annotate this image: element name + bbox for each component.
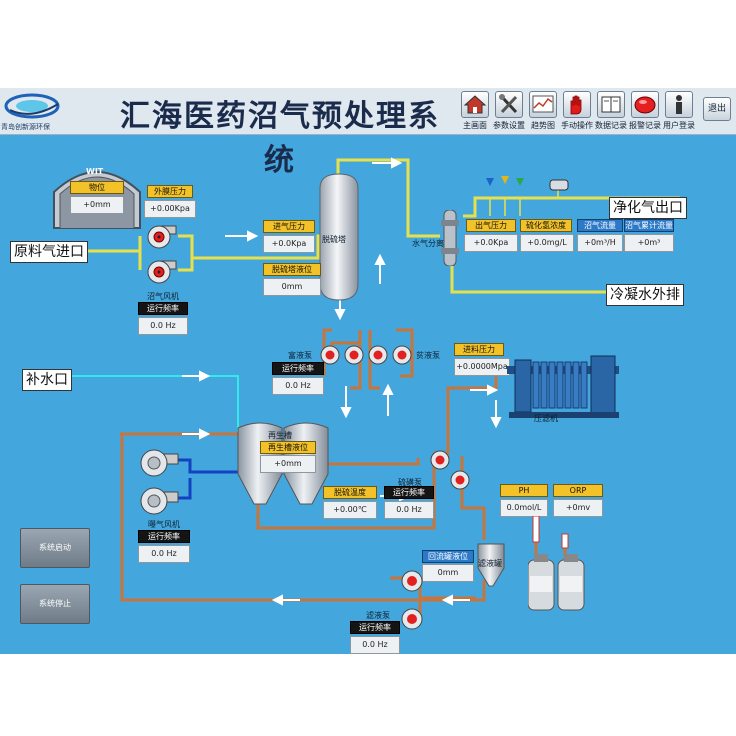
sulfur-pump-freq-label: 运行频率 (384, 486, 434, 499)
tools-icon (495, 91, 523, 118)
rich-liquid-pumps-icon[interactable] (318, 342, 368, 368)
filtrate-tank-icon (477, 543, 505, 587)
exit-button[interactable]: 退出 (703, 97, 731, 121)
rich-pump-name: 富液泵 (288, 351, 312, 360)
nav-manual-operation-button[interactable]: 手动操作 (560, 91, 594, 131)
outlet-sensors-icon (486, 176, 569, 191)
nav-label: 数据记录 (595, 121, 627, 130)
raw-gas-inlet-tag: 原料气进口 (10, 241, 88, 263)
ph-value: 0.0mol/L (500, 499, 548, 517)
clean-gas-outlet-tag: 净化气出口 (609, 197, 687, 219)
aeration-fan-1-icon[interactable] (138, 448, 182, 478)
sulfur-pump-name: 硫磺泵 (398, 478, 422, 487)
orp-value: +0mv (553, 499, 603, 517)
rich-pump-freq-value: 0.0 Hz (272, 377, 324, 395)
company-logo-icon (4, 93, 60, 119)
h2s-concentration-label: 硫化氢浓度 (520, 219, 572, 232)
biogas-total-flow-value: +0m³ (624, 234, 674, 252)
condensate-outlet-tag: 冷凝水外排 (606, 284, 684, 306)
sulfur-pumps-icon[interactable] (428, 448, 472, 492)
page-title: 汇海医药沼气预处理系统 (120, 99, 440, 178)
intake-pressure-label: 进气压力 (263, 220, 315, 233)
nav-alarm-record-button[interactable]: 报警记录 (628, 91, 662, 131)
desulf-temperature-label: 脱硫温度 (323, 486, 377, 499)
desulfurization-tower-icon (319, 173, 359, 301)
sulfur-pump-freq-value: 0.0 Hz (384, 501, 434, 519)
biogas-flow-value: +0m³/H (577, 234, 623, 252)
filter-press-icon (507, 355, 619, 418)
biogas-fan-freq-label: 运行频率 (138, 302, 188, 315)
header-bar: 青岛创新源环保 汇海医药沼气预处理系统 主画面 参数设置 趋势图 手动操作 (0, 88, 736, 178)
hand-stop-icon (563, 91, 591, 118)
system-stop-button[interactable]: 系统停止 (20, 584, 90, 624)
logo-text: 青岛创新源环保 (1, 123, 50, 131)
lean-pump-name: 贫液泵 (416, 351, 440, 360)
biogas-total-flow-label: 沼气累计流量 (624, 219, 674, 232)
biogas-fan-1-icon[interactable] (146, 223, 178, 249)
gas-holder-level-value: +0mm (70, 196, 124, 214)
nav-main-screen-button[interactable]: 主画面 (458, 91, 492, 131)
book-icon (597, 91, 625, 118)
nav-parameter-settings-button[interactable]: 参数设置 (492, 91, 526, 131)
nav-data-record-button[interactable]: 数据记录 (594, 91, 628, 131)
aeration-fan-freq-value: 0.0 Hz (138, 545, 190, 563)
filtrate-pump-name: 滤液泵 (366, 611, 390, 620)
biogas-fan-name: 沼气风机 (147, 292, 179, 301)
outlet-pressure-label: 出气压力 (466, 219, 516, 232)
regen-tank-level-label: 再生槽液位 (260, 441, 316, 454)
orp-label: ORP (553, 484, 603, 497)
aeration-fan-2-icon[interactable] (138, 486, 182, 516)
lean-liquid-pumps-icon[interactable] (366, 342, 416, 368)
regen-tank-level-value: +0mm (260, 455, 316, 473)
nav-label: 用户登录 (663, 121, 695, 130)
user-icon (665, 91, 693, 118)
filtrate-pump-2-icon[interactable] (398, 606, 430, 632)
water-gas-separator-icon (441, 210, 459, 266)
regeneration-tank-name: 再生槽 (268, 431, 292, 440)
nav-label: 趋势图 (531, 121, 555, 130)
makeup-water-inlet-tag: 补水口 (22, 369, 72, 391)
ph-orp-dosing-drums-icon (528, 516, 585, 611)
intake-pressure-value: +0.0Kpa (263, 235, 315, 253)
ph-label: PH (500, 484, 548, 497)
water-gas-separator-name: 水气分离 (412, 239, 444, 248)
home-icon (461, 91, 489, 118)
nav-trend-chart-button[interactable]: 趋势图 (526, 91, 560, 131)
alarm-light-icon (631, 91, 659, 118)
desulfurization-tower-name: 脱硫塔 (322, 235, 346, 244)
nav-user-login-button[interactable]: 用户登录 (662, 91, 696, 131)
filtrate-pump-freq-value: 0.0 Hz (350, 636, 400, 654)
filtrate-pump-1-icon[interactable] (398, 568, 430, 594)
return-tank-level-label: 回流罐液位 (422, 550, 474, 563)
biogas-fan-2-icon[interactable] (146, 258, 178, 284)
scada-screen: 青岛创新源环保 汇海医药沼气预处理系统 主画面 参数设置 趋势图 手动操作 (0, 88, 736, 654)
trend-chart-icon (529, 91, 557, 118)
aeration-fan-freq-label: 运行频率 (138, 530, 190, 543)
return-tank-level-value: 0mm (422, 564, 474, 582)
filtrate-pump-freq-label: 运行频率 (350, 621, 400, 634)
feed-pressure-value: +0.0000Mpa (454, 358, 510, 376)
desulf-tower-level-value: 0mm (263, 278, 321, 296)
filter-press-name: 压滤机 (534, 414, 558, 423)
desulf-tower-level-label: 脱硫塔液位 (263, 263, 321, 276)
nav-label: 手动操作 (561, 121, 593, 130)
filtrate-tank-name: 滤液罐 (478, 559, 502, 568)
outer-membrane-pressure-label: 外膜压力 (147, 185, 193, 198)
nav-label: 报警记录 (629, 121, 661, 130)
nav-label: 主画面 (463, 121, 487, 130)
desulf-temperature-value: +0.00℃ (323, 501, 377, 519)
gas-holder-name: WIT (86, 167, 104, 176)
outer-membrane-pressure-value: +0.00Kpa (144, 200, 196, 218)
biogas-fan-freq-value: 0.0 Hz (138, 317, 188, 335)
biogas-flow-label: 沼气流量 (577, 219, 623, 232)
aeration-fan-name: 曝气风机 (148, 520, 180, 529)
rich-pump-freq-label: 运行频率 (272, 362, 324, 375)
gas-holder-level-label: 物位 (70, 181, 124, 194)
system-start-button[interactable]: 系统启动 (20, 528, 90, 568)
outlet-pressure-value: +0.0Kpa (464, 234, 518, 252)
h2s-concentration-value: +0.0mg/L (520, 234, 574, 252)
nav-label: 参数设置 (493, 121, 525, 130)
feed-pressure-label: 进料压力 (454, 343, 504, 356)
